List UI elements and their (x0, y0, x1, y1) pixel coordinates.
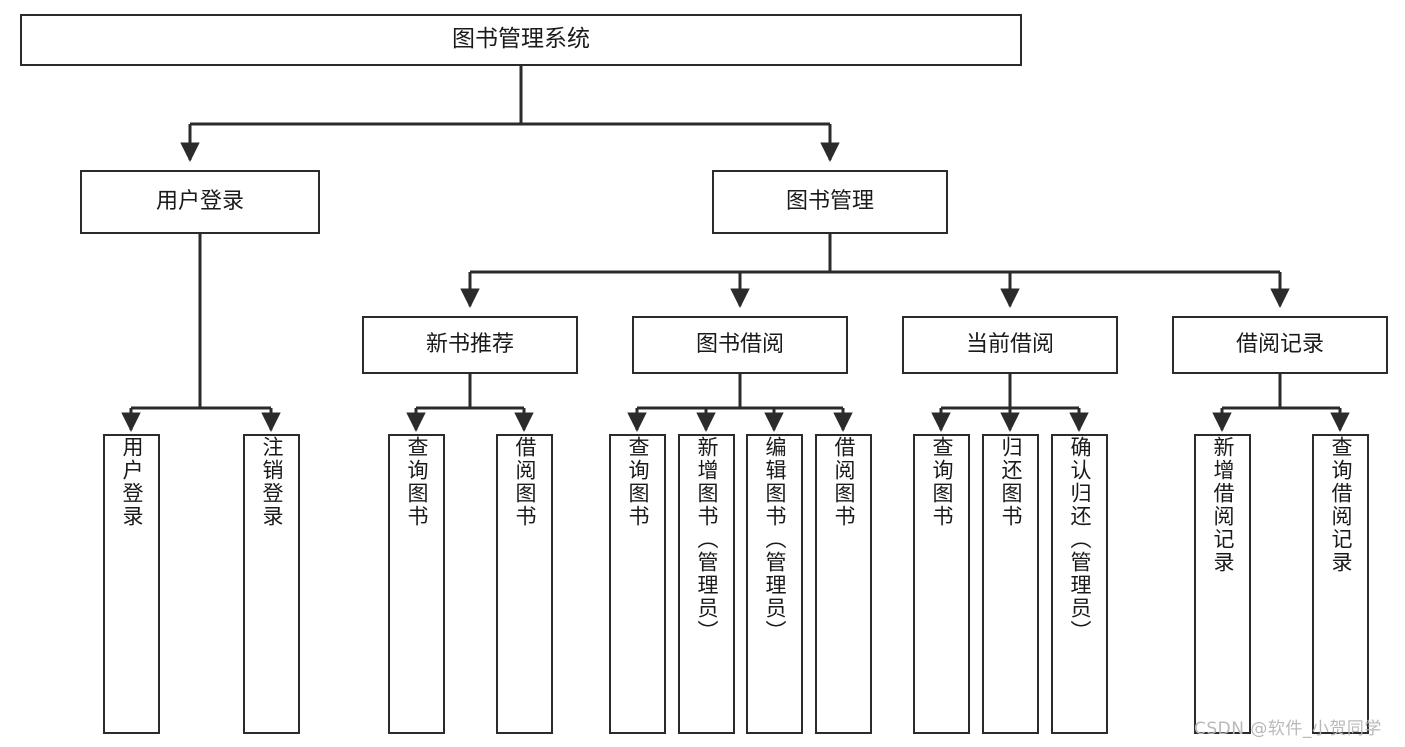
node-root-system[interactable]: 图书管理系统 (20, 14, 1022, 66)
node-label: 编辑图书（管理员） (763, 436, 788, 643)
node-book-management[interactable]: 图书管理 (712, 170, 948, 234)
node-label: 查询图书 (930, 436, 955, 528)
leaf-query-book-current[interactable]: 查询图书 (913, 434, 970, 734)
node-new-book-recommend[interactable]: 新书推荐 (362, 316, 578, 374)
node-label: 用户登录 (155, 189, 244, 215)
node-label: 用户登录 (120, 436, 145, 528)
leaf-borrow-book[interactable]: 借阅图书 (815, 434, 872, 734)
node-label: 借阅图书 (832, 436, 857, 528)
node-label: 借阅图书 (513, 436, 538, 528)
node-current-borrow[interactable]: 当前借阅 (902, 316, 1118, 374)
leaf-query-borrow-record[interactable]: 查询借阅记录 (1312, 434, 1369, 734)
node-label: 查询图书 (405, 436, 430, 528)
node-label: 新增图书（管理员） (695, 436, 720, 643)
leaf-logout[interactable]: 注销登录 (243, 434, 300, 734)
node-label: 确认归还（管理员） (1068, 436, 1093, 643)
node-book-borrow[interactable]: 图书借阅 (632, 316, 848, 374)
leaf-add-book-admin[interactable]: 新增图书（管理员） (678, 434, 735, 734)
leaf-query-book-borrow[interactable]: 查询图书 (609, 434, 666, 734)
node-label: 图书管理 (785, 189, 874, 215)
node-label: 新增借阅记录 (1211, 436, 1236, 574)
watermark-csdn: CSDN @软件_小贺同学 (1194, 719, 1382, 739)
node-label: 新书推荐 (425, 332, 514, 358)
node-label: 借阅记录 (1235, 332, 1324, 358)
node-label: 当前借阅 (965, 332, 1054, 358)
leaf-add-borrow-record[interactable]: 新增借阅记录 (1194, 434, 1251, 734)
node-label: 图书管理系统 (452, 26, 590, 53)
leaf-borrow-book-new[interactable]: 借阅图书 (496, 434, 553, 734)
leaf-query-book-new[interactable]: 查询图书 (388, 434, 445, 734)
leaf-return-book[interactable]: 归还图书 (982, 434, 1039, 734)
node-label: 注销登录 (260, 436, 285, 528)
node-label: 归还图书 (999, 436, 1024, 528)
node-label: 查询图书 (626, 436, 651, 528)
leaf-user-login[interactable]: 用户登录 (103, 434, 160, 734)
leaf-edit-book-admin[interactable]: 编辑图书（管理员） (746, 434, 803, 734)
node-borrow-record[interactable]: 借阅记录 (1172, 316, 1388, 374)
leaf-confirm-return-admin[interactable]: 确认归还（管理员） (1051, 434, 1108, 734)
node-user-login[interactable]: 用户登录 (80, 170, 320, 234)
node-label: 图书借阅 (695, 332, 784, 358)
node-label: 查询借阅记录 (1329, 436, 1354, 574)
